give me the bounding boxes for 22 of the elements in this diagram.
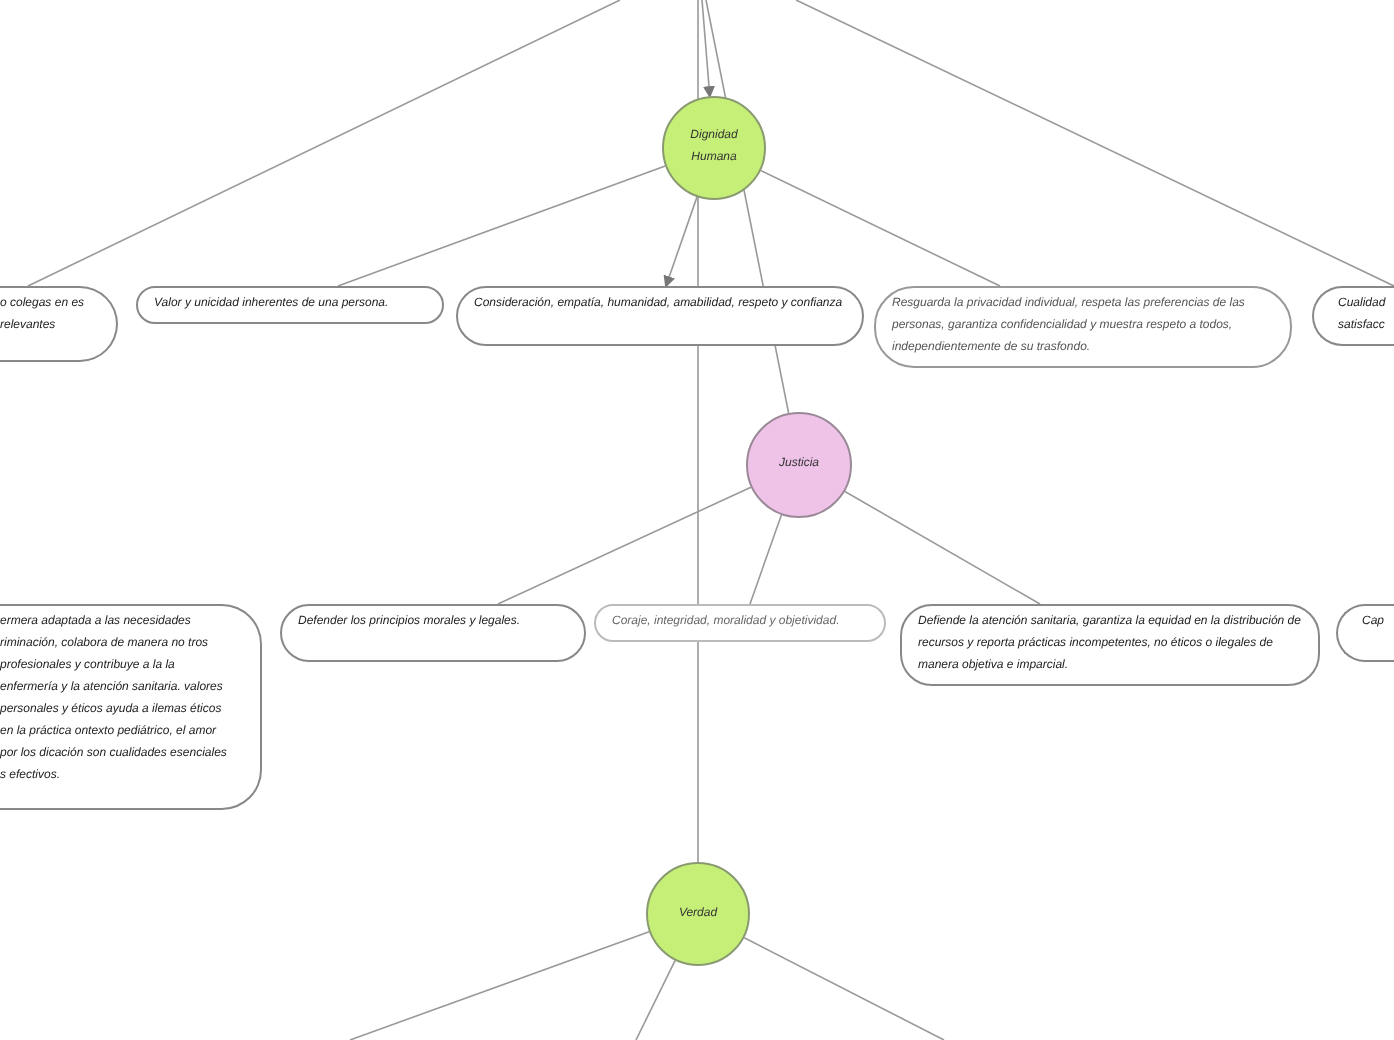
text-bubble xyxy=(136,286,444,324)
connector-line xyxy=(663,196,698,288)
connector-line xyxy=(337,165,666,287)
connector-line xyxy=(749,514,783,605)
connector-line xyxy=(795,0,1394,287)
text-bubble xyxy=(900,604,1320,686)
text-bubble xyxy=(874,286,1292,368)
connector-line xyxy=(743,936,945,1040)
connector-line xyxy=(27,0,621,287)
text-bubble xyxy=(280,604,586,662)
text-bubble xyxy=(0,604,262,810)
text-bubble xyxy=(456,286,864,346)
text-bubble xyxy=(594,604,886,642)
connector-line xyxy=(635,959,676,1040)
text-bubble xyxy=(1312,286,1394,346)
connector-line xyxy=(844,490,1041,605)
connector-line xyxy=(760,169,1001,287)
connector-line xyxy=(349,930,650,1040)
connector-line xyxy=(701,0,715,99)
text-bubble xyxy=(1336,604,1394,662)
text-bubble xyxy=(0,286,118,362)
connector-line xyxy=(497,486,752,605)
